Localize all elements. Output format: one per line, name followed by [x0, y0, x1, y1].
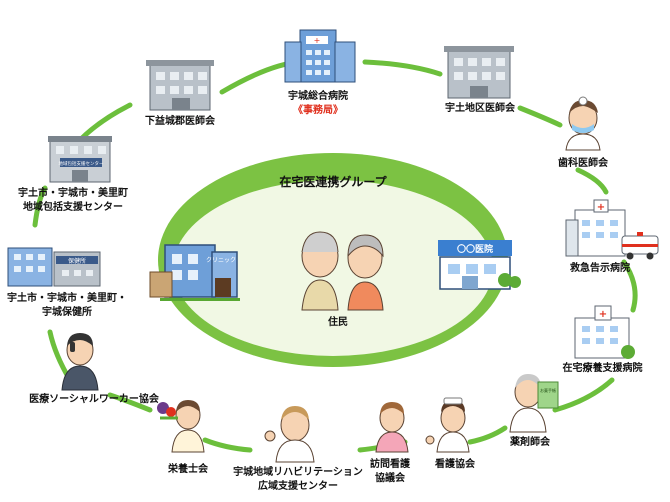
secretariat-note: 《事務局》 [293, 105, 343, 116]
comprehensive-support-label: 宇土市・宇城市・美里町 地域包括支援センター [8, 187, 138, 215]
comprehensive-support-sign: 地域包括支援センター [59, 160, 104, 167]
home-care-hospital-icon: + [574, 305, 635, 359]
local-clinic-building-icon [438, 240, 521, 290]
comprehensive-support-line1: 宇土市・宇城市・美里町 [18, 188, 128, 199]
clinic-building-icon [149, 244, 240, 301]
home-care-hospital-label: 在宅療養支援病院 [562, 363, 643, 374]
health-center-line1: 宇土市・宇城市・美里町・ [7, 293, 127, 304]
svg-text:+: + [599, 309, 607, 320]
residents-label: 住民 [328, 315, 348, 328]
emergency-hospital-icon: + [565, 199, 626, 257]
group-title: 在宅医連携グループ [279, 175, 387, 189]
nurse-icon [425, 397, 470, 453]
uto-medical-association-label: 宇土地区医師会 [445, 103, 515, 114]
svg-text:+: + [314, 36, 321, 45]
visiting-nurse-line2: 協議会 [375, 473, 405, 484]
dentist-icon [565, 96, 601, 151]
ambulance-icon [621, 232, 659, 260]
shimomashiki-medical-association-label: 下益城郡医師会 [145, 116, 215, 127]
rehab-center-line2: 広域支援センター [258, 481, 338, 492]
comprehensive-support-line2: 地域包括支援センター [23, 202, 123, 213]
health-center-icon [7, 247, 101, 287]
comprehensive-support-center-icon [48, 136, 112, 183]
nursing-association-label: 看護協会 [435, 459, 475, 470]
health-center-label: 宇土市・宇城市・美里町・ 宇城保健所 [2, 292, 132, 320]
residents-couple-icon [301, 231, 384, 311]
pharmacists-label: 薬剤師会 [510, 437, 550, 448]
shimomashiki-medical-association-icon [146, 60, 214, 111]
dietitian-icon [157, 400, 205, 453]
visiting-nurse-icon [375, 402, 409, 453]
local-clinic-sign: 〇〇医院 [457, 243, 493, 255]
visiting-nurse-label: 訪問看護 協議会 [360, 458, 420, 486]
visiting-nurse-line1: 訪問看護 [370, 459, 410, 470]
social-worker-label: 医療ソーシャルワーカー協会 [29, 394, 159, 405]
clinic-sign: クリニック [206, 257, 236, 264]
svg-text:+: + [597, 202, 605, 213]
uki-general-hospital-label: 宇城総合病院 《事務局》 [268, 90, 368, 118]
dietitians-label: 栄養士会 [168, 464, 208, 475]
health-center-line2: 宇城保健所 [42, 307, 92, 318]
emergency-hospital-label: 救急告示病院 [570, 263, 630, 274]
uto-medical-association-icon [444, 46, 514, 99]
uki-general-hospital-icon: + [284, 29, 356, 83]
health-center-sign: 保健所 [68, 257, 86, 265]
rehab-center-line1: 宇城地域リハビリテーション [233, 467, 363, 478]
rehab-therapist-icon [264, 406, 315, 463]
rehab-center-label: 宇城地域リハビリテーション 広域支援センター [228, 466, 368, 494]
medicine-notebook-sign: お薬手帳 [540, 387, 556, 393]
social-worker-icon [61, 333, 99, 391]
dental-association-label: 歯科医師会 [558, 158, 608, 169]
uki-general-hospital-name: 宇城総合病院 [288, 91, 348, 102]
pharmacist-icon [509, 374, 559, 433]
